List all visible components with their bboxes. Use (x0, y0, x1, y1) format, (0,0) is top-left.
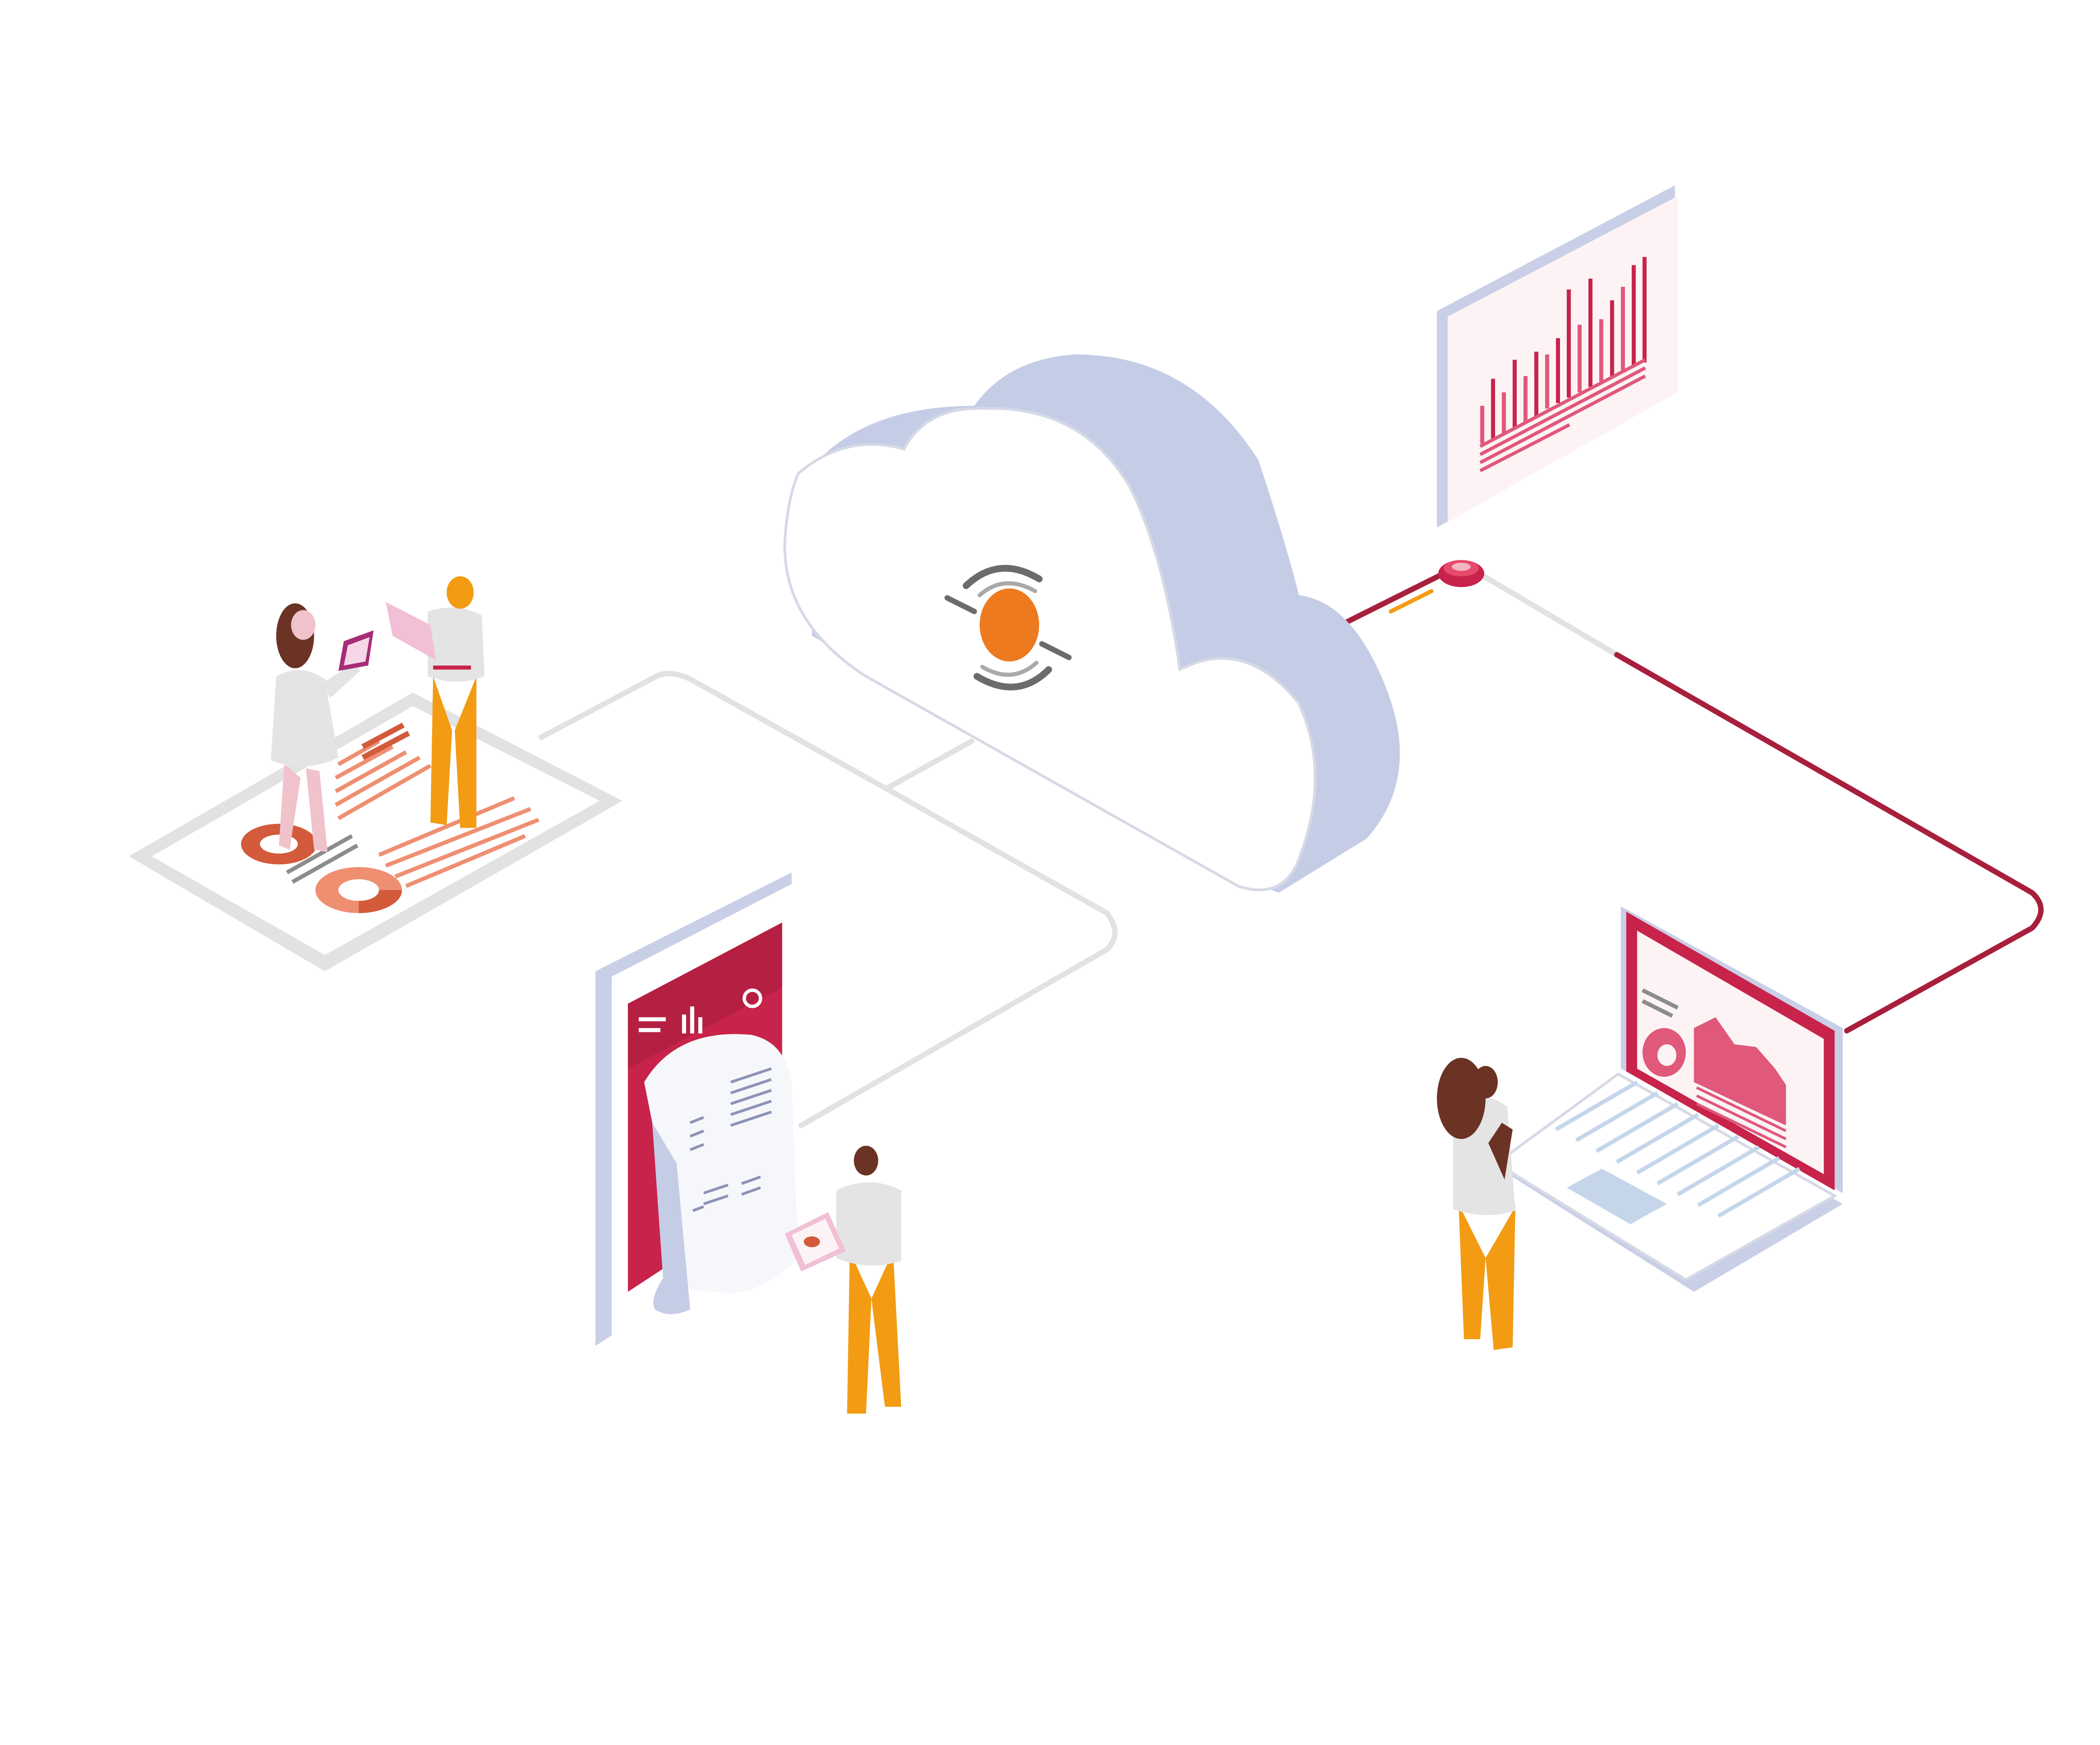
person-icon (385, 576, 485, 828)
sync-core-icon (944, 565, 1072, 691)
cloud-icon (783, 354, 1400, 893)
laptop-screen-charts (1642, 988, 1787, 1149)
laptop-icon (1494, 906, 1843, 1292)
phone-header-icons (638, 988, 762, 1034)
dashboard-bars (1480, 257, 1647, 444)
receipt-icon (644, 1034, 798, 1314)
floor-bar-lines (286, 722, 540, 888)
laptop-keyboard (1555, 1080, 1801, 1218)
person-icon (270, 603, 374, 852)
donut-chart-icon (241, 823, 317, 865)
network-node (1438, 560, 1484, 587)
dashboard-lines (1479, 358, 1646, 472)
dashboard-screen-icon (1437, 185, 1678, 528)
line-node-to-laptop-gray (1479, 572, 1620, 658)
line-cloud-to-node (1344, 572, 1444, 625)
mobile-app-icon (595, 872, 798, 1346)
floor-dashboard (129, 692, 623, 972)
person-icon (1437, 1058, 1515, 1350)
network-lines (538, 572, 2044, 1128)
line-cloud-to-phone (798, 786, 1118, 1128)
line-node-to-laptop-red (1614, 652, 2044, 1034)
receipt-lines (689, 1067, 772, 1212)
line-node-accent (1389, 589, 1434, 614)
line-floor-to-cloud (538, 671, 975, 792)
laptop-trackpad (1566, 1169, 1667, 1225)
person-icon (784, 1146, 901, 1414)
pie-chart-icon (315, 867, 402, 913)
